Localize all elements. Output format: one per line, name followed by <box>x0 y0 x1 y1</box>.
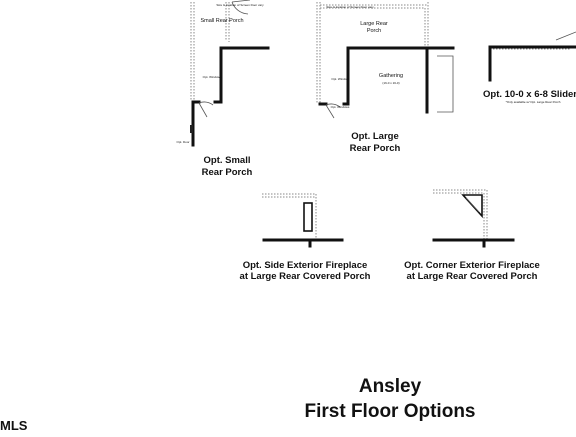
mls-logo: MLS <box>0 418 28 432</box>
side-fireplace-caption-line1: Opt. Side Exterior Fireplace <box>243 260 368 271</box>
small-porch-door-jamb <box>190 125 193 133</box>
small-porch-caption-line1: Opt. Small <box>204 155 251 166</box>
large-porch-door-arc <box>325 103 341 108</box>
plan-title: Ansley <box>359 376 422 397</box>
large-porch-plan: Large Rear Porch Size & location of Scre… <box>316 2 455 154</box>
small-porch-plan: Small Rear Porch Size & location of Scre… <box>176 0 270 178</box>
large-porch-side-outline <box>437 55 454 113</box>
large-porch-door-leaf <box>325 104 335 119</box>
small-porch-screen-door <box>231 0 251 3</box>
slider-plan: Opt. 10-0 x 6-8 Slider *Only available w… <box>483 31 576 104</box>
side-fireplace-plan: Opt. Side Exterior Fireplace at Large Re… <box>240 193 371 282</box>
gathering-room-dims: (16-0 x 16-0) <box>382 81 399 85</box>
corner-fireplace-hearth <box>465 197 480 213</box>
large-porch-room-label-line2: Porch <box>367 28 381 34</box>
corner-fireplace-caption-line1: Opt. Corner Exterior Fireplace <box>404 260 540 271</box>
large-porch-house-wall <box>342 46 455 106</box>
small-porch-wall-left <box>191 100 201 147</box>
small-porch-door-leaf <box>198 102 208 118</box>
small-porch-house-wall <box>213 46 270 104</box>
small-porch-door-swing <box>231 1 249 15</box>
large-porch-window-label-a: Opt. Window <box>331 77 349 81</box>
corner-fireplace-plan: Opt. Corner Exterior Fireplace at Large … <box>404 189 540 282</box>
small-porch-note: Size & location of Screen Door vary <box>216 3 264 7</box>
large-porch-note: Size & location of Screen Door vary <box>326 5 374 9</box>
small-porch-window-label: Opt. Windows <box>203 75 222 79</box>
large-porch-room-label-line1: Large Rear <box>360 21 388 27</box>
slider-note: *Only available w/ Opt. Large Rear Porch <box>506 100 561 104</box>
large-porch-window-label-b: Opt. Windows <box>331 105 350 109</box>
side-fireplace-box <box>303 202 313 232</box>
plan-subtitle: First Floor Options <box>305 401 476 422</box>
corner-fireplace-caption-line2: at Large Rear Covered Porch <box>407 271 538 282</box>
small-porch-door-label: Opt. Door <box>176 140 189 144</box>
slider-caption: Opt. 10-0 x 6-8 Slider <box>483 89 576 100</box>
slider-jamb-line <box>555 31 576 41</box>
gathering-room-label: Gathering <box>379 73 403 79</box>
large-porch-caption-line1: Opt. Large <box>351 131 399 142</box>
small-porch-room-label: Small Rear Porch <box>200 18 243 24</box>
small-porch-door-arc <box>198 101 214 106</box>
large-porch-caption-line2: Rear Porch <box>350 143 401 154</box>
side-fireplace-caption-line2: at Large Rear Covered Porch <box>240 271 371 282</box>
small-porch-caption-line2: Rear Porch <box>202 167 253 178</box>
